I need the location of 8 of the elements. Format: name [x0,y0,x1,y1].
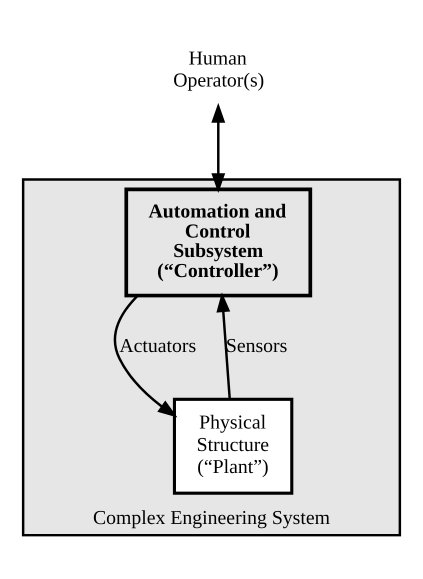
edge-label: Actuators [119,334,196,357]
arrow [114,294,178,418]
arrow [211,102,226,192]
edge-label: Sensors [226,334,288,357]
node-box: Physical Structure (“Plant”) [172,397,294,494]
node-text: Human Operator(s) [173,46,264,92]
arrow [216,292,231,399]
node-box: Automation and Control Subsystem (“Controller”) [124,186,312,297]
